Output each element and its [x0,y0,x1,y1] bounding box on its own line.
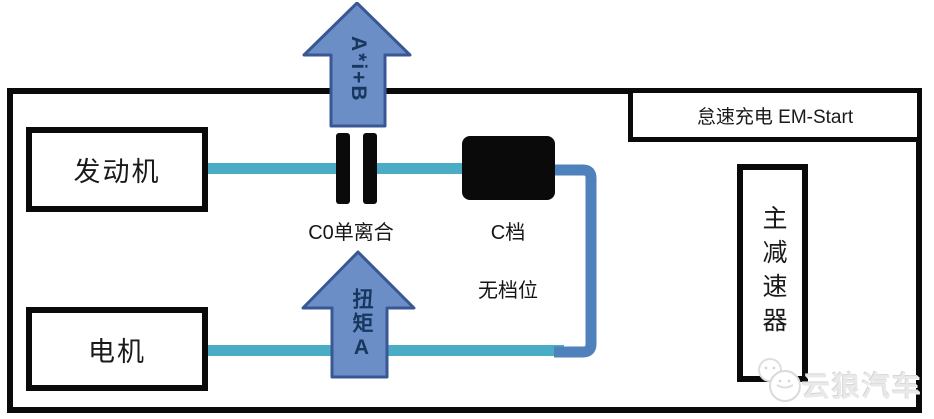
gear-to-motor-connector-line [548,164,597,358]
engine-node: 发动机 [26,127,208,212]
c-gear-block [462,136,555,200]
motor-torque-arrow-icon [301,250,416,379]
engine-shaft-line [204,163,466,174]
motor-label: 电机 [88,336,146,367]
main-reducer-node: 主减速器 [737,164,808,382]
main-reducer-label: 主减速器 [759,205,787,341]
motor-node: 电机 [26,307,208,391]
gear-label: C档 [490,222,526,244]
clutch-plate-left-icon [336,133,350,204]
watermark-brand-text: 云狼汽车 [802,371,923,402]
clutch-label: C0单离合 [308,222,394,244]
clutch-plate-right-icon [363,133,377,204]
engine-label: 发动机 [73,157,161,187]
diagram-frame [7,88,922,413]
output-arrow-label: A*i+B [347,35,370,103]
output-torque-arrow-icon [302,2,412,128]
mode-label: 怠速充电 EM-Start [696,106,854,128]
mode-label-box: 怠速充电 EM-Start [628,88,922,142]
no-gear-label: 无档位 [478,280,538,302]
torque-arrow-label: 扭矩A [350,288,373,362]
watermark-logo-icon [758,358,801,402]
clutch-gap [349,159,363,178]
